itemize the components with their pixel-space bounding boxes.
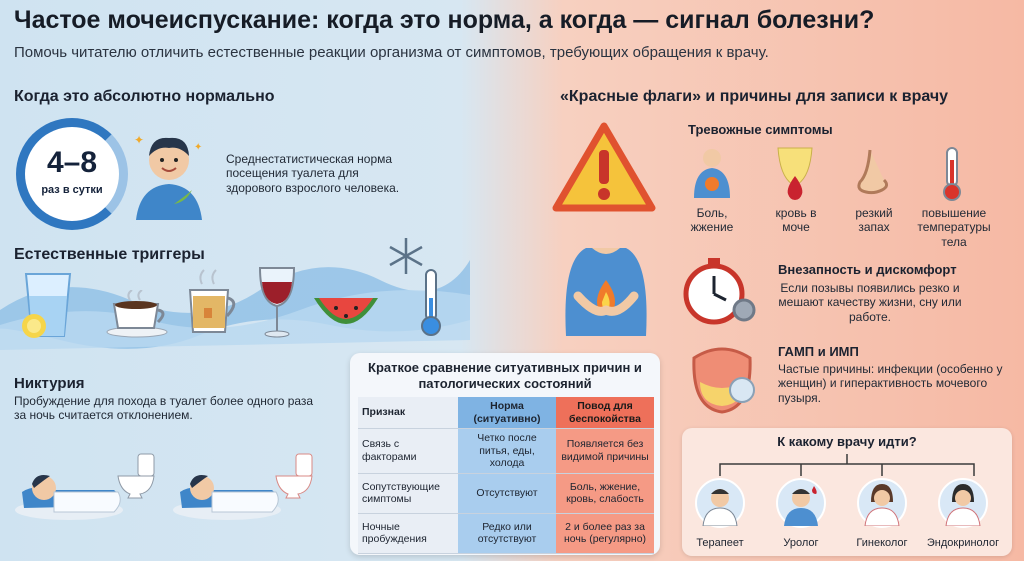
coffee-cup-icon: [106, 290, 168, 338]
normal-heading: Когда это абсолютно нормально: [14, 88, 275, 105]
water-glass-icon: [22, 273, 72, 338]
endocrinologist-avatar[interactable]: [938, 478, 988, 528]
page-title: Частое мочеиспускание: когда это норма, …: [14, 6, 875, 34]
svg-text:✦: ✦: [194, 142, 202, 153]
table-cell: Появляется без видимой причины: [556, 428, 654, 474]
table-row: Ночные пробуждения Редко или отсутствуют…: [358, 513, 654, 554]
warning-icon: [552, 122, 656, 212]
doctor-label-therapist: Терапеет: [696, 537, 744, 549]
urologist-avatar[interactable]: [776, 478, 826, 528]
stopwatch-icon: [683, 258, 756, 325]
table-cell: 2 и более раз за ночь (регулярно): [556, 513, 654, 554]
sudden-heading: Внезапность и дискомфорт: [778, 262, 957, 277]
table-cell: Сопутствующие симптомы: [358, 473, 458, 514]
bladder-icon: [692, 347, 755, 414]
doctor-label-gynecologist: Гинеколог: [856, 537, 908, 549]
norm-ring-caption: раз в сутки: [41, 184, 103, 196]
wine-glass-icon: [258, 267, 296, 338]
header-cell: Норма (ситуативно): [458, 397, 556, 430]
snowflake-icon: [389, 238, 423, 274]
cold-thermometer-icon: [421, 269, 441, 336]
norm-description: Среднестатистическая норма посещения туа…: [226, 152, 400, 195]
comparison-title: Краткое сравнение ситуативных причин и п…: [368, 360, 642, 392]
norm-ring: [16, 118, 128, 230]
table-row: Связь с факторами Четко после питья, еды…: [358, 428, 654, 474]
table-cell: Боль, жжение, кровь, слабость: [556, 473, 654, 514]
sleeping-person-icon: [15, 475, 123, 520]
table-cell: Четко после питья, еды, холода: [458, 428, 556, 474]
toilet-icon-pink: [275, 453, 313, 499]
toilet-icon: [117, 453, 155, 499]
nose-icon: [857, 149, 889, 195]
table-cell: Редко или отсутствуют: [458, 513, 556, 554]
sudden-text: Если позывы появились резко и мешают кач…: [778, 281, 962, 324]
nocturia-text: Пробуждение для похода в туалет более од…: [14, 394, 314, 423]
pain-icon: [694, 149, 730, 198]
page-subtitle: Помочь читателю отличить естественные ре…: [14, 44, 769, 61]
table-row: Сопутствующие симптомы Отсутствуют Боль,…: [358, 473, 654, 514]
table-cell: Отсутствуют: [458, 473, 556, 514]
doctor-icon: [864, 484, 900, 527]
gynecologist-avatar[interactable]: [857, 478, 907, 528]
table-cell: Связь с факторами: [358, 428, 458, 474]
header-cell: Повод для беспокойства: [556, 397, 654, 430]
symptom-label: резкий запах: [855, 206, 893, 235]
gamp-text: Частые причины: инфекции (особенно у жен…: [778, 362, 1003, 405]
doctors-connector: [719, 454, 975, 476]
triggers-heading: Естественные триггеры: [14, 246, 205, 263]
healthy-man-icon: ✦ ✦: [134, 133, 202, 220]
doctor-icon: [945, 484, 981, 527]
doctor-label-urologist: Уролог: [783, 537, 819, 549]
red-flags-heading: «Красные флаги» и причины для записи к в…: [560, 88, 949, 105]
norm-ring-value: 4–8: [46, 146, 98, 179]
doctor-icon: [784, 486, 818, 526]
blood-drop-icon: [777, 147, 813, 200]
alarm-heading: Тревожные симптомы: [688, 122, 833, 137]
tea-mug-icon: [188, 269, 236, 333]
watermelon-icon: [314, 298, 378, 324]
doctor-label-endocrinologist: Эндокринолог: [926, 537, 1000, 549]
table-header-row: Признак Норма (ситуативно) Повод для бес…: [358, 397, 654, 430]
abdominal-pain-icon: [565, 248, 647, 336]
doctors-heading: К какому врачу идти?: [777, 434, 917, 449]
table-cell: Ночные пробуждения: [358, 513, 458, 554]
gamp-heading: ГАМП и ИМП: [778, 344, 859, 359]
sleeping-person-icon-2: [173, 475, 281, 520]
symptom-label: повышение температуры тела: [917, 206, 991, 249]
doctor-icon: [702, 489, 738, 527]
therapist-avatar[interactable]: [695, 478, 745, 528]
symptom-label: кровь в моче: [775, 206, 817, 235]
svg-text:✦: ✦: [134, 133, 144, 147]
thermometer-icon: [943, 147, 961, 201]
comparison-table: Признак Норма (ситуативно) Повод для бес…: [358, 397, 654, 554]
header-cell: Признак: [358, 397, 458, 430]
symptom-label: Боль, жжение: [690, 206, 734, 235]
nocturia-heading: Никтурия: [14, 375, 85, 392]
